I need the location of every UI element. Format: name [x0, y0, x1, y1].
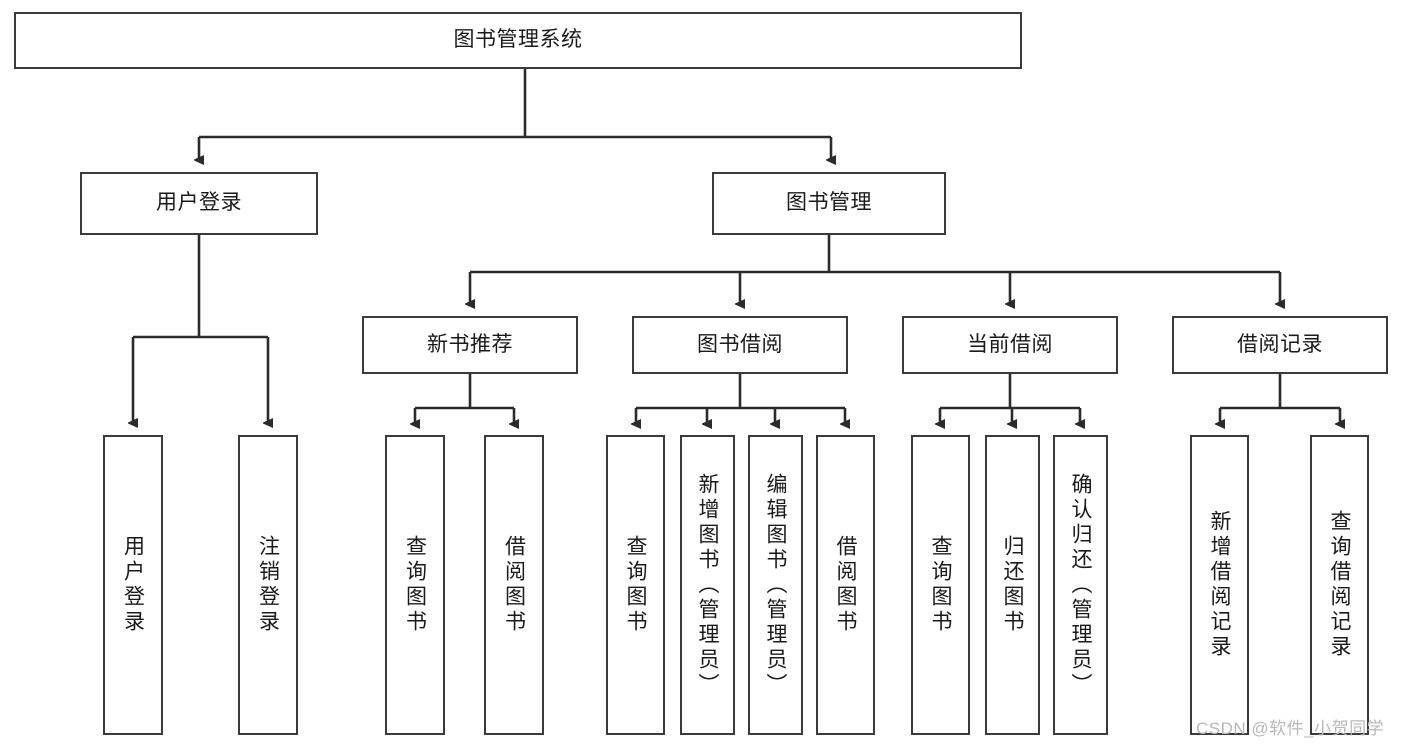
node-leaf-query-record-label: 查询借阅记录: [1328, 510, 1351, 660]
node-root[interactable]: 图书管理系统: [14, 12, 1022, 69]
node-root-label: 图书管理系统: [453, 28, 583, 52]
node-book-manage[interactable]: 图书管理: [712, 172, 946, 235]
node-leaf-borrow-book-2-label: 借阅图书: [834, 535, 857, 635]
node-leaf-borrow-book-1-label: 借阅图书: [502, 535, 526, 635]
node-leaf-user-logout-label: 注销登录: [256, 535, 280, 635]
node-leaf-query-record[interactable]: 查询借阅记录: [1310, 435, 1369, 735]
csdn-watermark: CSDN @软件_小贺同学: [1196, 719, 1385, 738]
node-leaf-return-book[interactable]: 归还图书: [985, 435, 1040, 735]
node-book-borrow[interactable]: 图书借阅: [632, 316, 848, 374]
node-leaf-add-book-label: 新增图书（管理员）: [696, 472, 719, 698]
node-leaf-query-book-2-label: 查询图书: [624, 535, 647, 635]
node-user-login[interactable]: 用户登录: [80, 172, 318, 235]
node-leaf-user-login[interactable]: 用户登录: [103, 435, 163, 735]
node-leaf-user-logout[interactable]: 注销登录: [238, 435, 298, 735]
node-current-borrow-label: 当前借阅: [967, 332, 1053, 356]
node-leaf-confirm-return[interactable]: 确认归还（管理员）: [1053, 435, 1108, 735]
node-leaf-edit-book[interactable]: 编辑图书（管理员）: [748, 435, 803, 735]
node-leaf-return-book-label: 归还图书: [1001, 535, 1024, 635]
node-leaf-query-book-1-label: 查询图书: [403, 535, 427, 635]
node-borrow-record[interactable]: 借阅记录: [1172, 316, 1388, 374]
node-new-book-rec[interactable]: 新书推荐: [362, 316, 578, 374]
node-leaf-confirm-return-label: 确认归还（管理员）: [1069, 472, 1092, 698]
node-book-borrow-label: 图书借阅: [697, 332, 783, 356]
node-current-borrow[interactable]: 当前借阅: [902, 316, 1118, 374]
node-leaf-borrow-book-1[interactable]: 借阅图书: [484, 435, 544, 735]
node-leaf-add-record-label: 新增借阅记录: [1208, 510, 1231, 660]
node-user-login-label: 用户登录: [156, 191, 242, 215]
node-leaf-add-record[interactable]: 新增借阅记录: [1190, 435, 1249, 735]
node-leaf-query-book-3[interactable]: 查询图书: [911, 435, 970, 735]
node-leaf-edit-book-label: 编辑图书（管理员）: [764, 472, 787, 698]
node-leaf-user-login-label: 用户登录: [121, 535, 145, 635]
node-new-book-rec-label: 新书推荐: [427, 332, 513, 356]
node-leaf-query-book-3-label: 查询图书: [929, 535, 952, 635]
node-leaf-query-book-2[interactable]: 查询图书: [606, 435, 665, 735]
node-leaf-query-book-1[interactable]: 查询图书: [385, 435, 445, 735]
node-borrow-record-label: 借阅记录: [1237, 332, 1323, 356]
node-book-manage-label: 图书管理: [786, 191, 872, 215]
node-leaf-add-book[interactable]: 新增图书（管理员）: [680, 435, 735, 735]
node-leaf-borrow-book-2[interactable]: 借阅图书: [816, 435, 875, 735]
